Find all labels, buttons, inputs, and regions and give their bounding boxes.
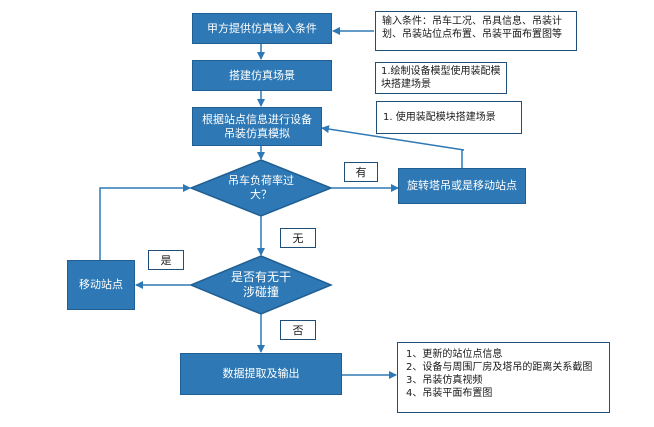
rotate-or-move-box: 旋转塔吊或是移动站点: [398, 168, 526, 204]
output-list-item: 1、更新的站位点信息: [406, 349, 503, 360]
input-conditions-label: 甲方提供仿真输入条件: [207, 21, 317, 35]
arrow-move-back-to-overload: [99, 184, 191, 260]
build-note-text: 1.绘制设备模型使用装配模块搭建场景: [381, 66, 501, 90]
build-scene-box: 搭建仿真场景: [192, 60, 332, 91]
simulate-box: 根据站点信息进行设备吊装仿真模拟: [192, 107, 322, 146]
build-note: 1.绘制设备模型使用装配模块搭建场景: [375, 62, 507, 94]
sim-note: 1. 使用装配模块搭建场景: [376, 101, 522, 134]
move-site-label: 移动站点: [79, 278, 123, 291]
simulate-label: 根据站点信息进行设备吊装仿真模拟: [202, 112, 312, 140]
output-list-item: 2、设备与周围厂房及塔吊的距离关系截图: [406, 362, 593, 373]
sim-note-text: 1. 使用装配模块搭建场景: [383, 112, 496, 123]
no-collision-tag: 否: [280, 320, 316, 340]
input-note-text: 输入条件：吊车工况、吊具信息、吊装计划、吊装站位点布置、吊装平面布置图等: [382, 16, 562, 40]
output-box: 数据提取及输出: [180, 353, 342, 395]
output-list-note: 1、更新的站位点信息 2、设备与周围厂房及塔吊的距离关系截图 3、吊装仿真视频 …: [397, 342, 610, 413]
rotate-or-move-label: 旋转塔吊或是移动站点: [407, 179, 517, 192]
yes-collision-tag: 是: [148, 250, 184, 270]
input-conditions-box: 甲方提供仿真输入条件: [192, 13, 332, 44]
output-list-item: 4、吊装平面布置图: [406, 388, 493, 399]
output-label: 数据提取及输出: [222, 367, 300, 380]
move-site-box: 移动站点: [67, 260, 135, 310]
collision-decision-label: 是否有无干涉碰撞: [230, 270, 291, 299]
arrow-rotate-back-to-sim: [321, 125, 465, 168]
input-note: 输入条件：吊车工况、吊具信息、吊装计划、吊装站位点布置、吊装平面布置图等: [375, 11, 577, 51]
build-scene-label: 搭建仿真场景: [229, 68, 295, 82]
overload-decision-label: 吊车负荷率过大？: [228, 174, 294, 201]
output-list-item: 3、吊装仿真视频: [406, 375, 483, 386]
no-overload-tag: 无: [280, 228, 316, 248]
yes-overload-tag: 有: [344, 162, 378, 182]
